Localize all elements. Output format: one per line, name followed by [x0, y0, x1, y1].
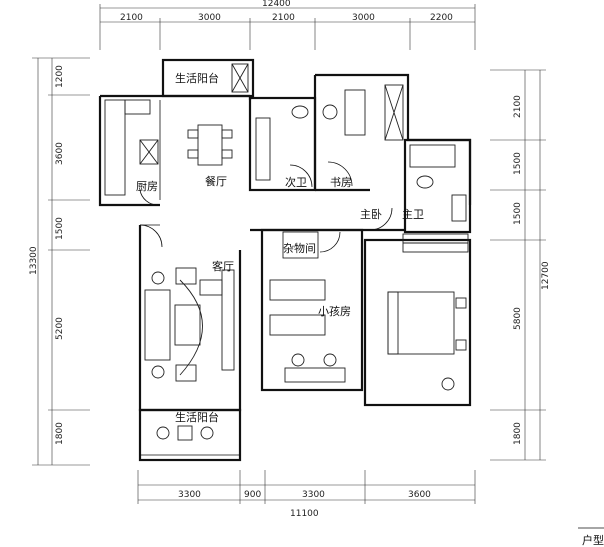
walls: [98, 58, 472, 462]
left-dim-5: 1800: [55, 422, 65, 445]
right-dim-2: 1500: [513, 152, 523, 175]
room-label-guest-wc: 次卫: [285, 175, 307, 189]
right-dimension-chain: 2100 1500 1500 5800 1800 12700: [490, 69, 551, 461]
right-dim-4: 5800: [513, 307, 523, 330]
room-label-kitchen: 厨房: [136, 180, 158, 193]
bottom-dim-2: 900: [244, 490, 261, 500]
bottom-total-dim: 11100: [290, 509, 319, 519]
bottom-dim-4: 3600: [408, 490, 431, 500]
room-label-balcony-bottom: 生活阳台: [175, 410, 219, 424]
room-label-storage: 杂物间: [283, 241, 316, 255]
left-dim-3: 1500: [55, 217, 65, 240]
left-dimension-chain: 13300 1200 3600 1500 5200 1800: [29, 57, 90, 466]
right-dim-5: 1800: [513, 422, 523, 445]
left-total-dim: 13300: [29, 246, 39, 275]
top-dim-5: 2200: [430, 13, 453, 23]
bottom-dim-1: 3300: [178, 490, 201, 500]
room-label-balcony-top: 生活阳台: [175, 71, 219, 85]
room-labels: 生活阳台 厨房 餐厅 次卫 书房 主卧 主卫 杂物间 客厅 小孩房 生活阳台: [136, 71, 424, 424]
footer-label-fragment: 户型: [582, 533, 604, 547]
top-dim-4: 3000: [352, 13, 375, 23]
right-dim-3: 1500: [513, 202, 523, 225]
left-dim-2: 3600: [55, 142, 65, 165]
room-label-living: 客厅: [212, 259, 234, 273]
doors: [139, 161, 393, 253]
room-label-kids-room: 小孩房: [318, 305, 351, 318]
right-dim-1: 2100: [513, 95, 523, 118]
room-label-master-wc: 主卫: [402, 208, 424, 221]
furniture: [104, 63, 469, 441]
right-total-dim: 12700: [541, 261, 551, 290]
bottom-dimension-chain: 3300 900 3300 3600 11100: [137, 470, 476, 519]
top-dim-1: 2100: [120, 13, 143, 23]
room-label-study: 书房: [330, 176, 352, 189]
room-label-dining: 餐厅: [205, 174, 227, 188]
left-dim-4: 5200: [55, 317, 65, 340]
top-dim-2: 3000: [198, 13, 221, 23]
top-total-dim: 12400: [262, 0, 291, 9]
bottom-dim-3: 3300: [302, 490, 325, 500]
left-dim-1: 1200: [55, 65, 65, 88]
top-dimension-chain: 12400 2100 3000 2100 3000 2200: [99, 0, 476, 50]
top-dim-3: 2100: [272, 13, 295, 23]
room-label-corridor: 主卧: [360, 208, 382, 221]
